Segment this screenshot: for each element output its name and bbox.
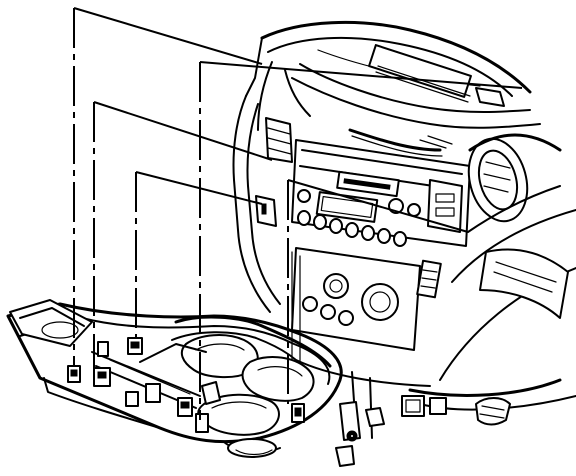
clip-8 — [195, 413, 209, 433]
lower-center-structure — [295, 359, 511, 467]
hvac-control-panel — [291, 247, 442, 371]
right-vent-and-side — [408, 133, 576, 411]
clip-6 — [145, 383, 161, 403]
left-cluster-housing — [232, 61, 311, 313]
removed-trim-panel — [6, 299, 343, 458]
clip-2 — [97, 341, 109, 357]
clip-5 — [125, 391, 139, 407]
upper-dash-shell — [245, 20, 541, 129]
retaining-clips — [67, 337, 305, 433]
callout-leaders — [73, 7, 523, 420]
